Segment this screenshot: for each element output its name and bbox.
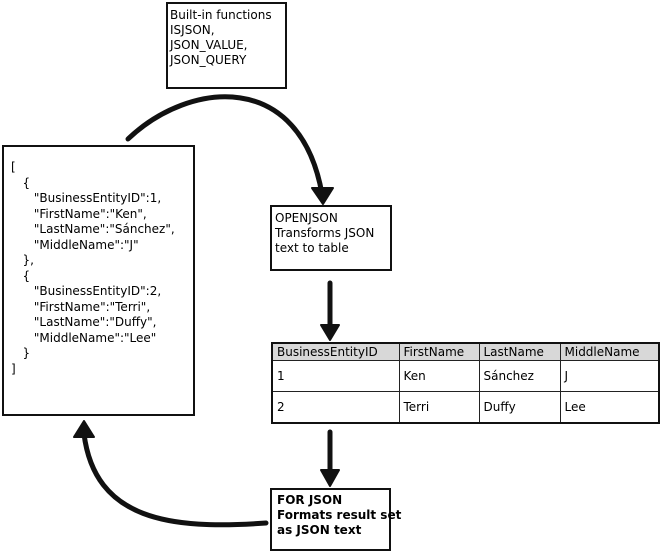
arrowhead-forjson — [320, 469, 340, 487]
column-header: BusinessEntityID — [271, 342, 400, 361]
table-cell: Lee — [559, 391, 660, 424]
column-header: FirstName — [398, 342, 480, 361]
json-text-box: [ { "BusinessEntityID":1, "FirstName":"K… — [2, 145, 195, 416]
arrowhead-json — [73, 420, 95, 438]
table-row: 1 Ken Sánchez J — [271, 360, 660, 392]
builtin-functions-box: Built-in functions ISJSON, JSON_VALUE, J… — [166, 2, 287, 89]
table-row: 2 Terri Duffy Lee — [271, 391, 660, 424]
table-cell: 2 — [271, 391, 400, 424]
arrow-forjson-to-json — [81, 431, 269, 528]
column-header: LastName — [478, 342, 561, 361]
table-cell: Terri — [398, 391, 480, 424]
openjson-box: OPENJSON Transforms JSON text to table — [270, 205, 392, 271]
arrow-json-to-openjson — [125, 94, 325, 197]
table-cell: Sánchez — [478, 360, 561, 392]
result-table: BusinessEntityID FirstName LastName Midd… — [271, 342, 660, 424]
builtin-functions-text: Built-in functions ISJSON, JSON_VALUE, J… — [170, 8, 272, 67]
forjson-box: FOR JSON Formats result set as JSON text — [270, 488, 402, 551]
table-cell: 1 — [271, 360, 400, 392]
openjson-text: OPENJSON Transforms JSON text to table — [275, 211, 375, 255]
table-header-row: BusinessEntityID FirstName LastName Midd… — [271, 342, 660, 361]
table-cell: Ken — [398, 360, 480, 392]
arrowhead-table — [320, 324, 340, 341]
table-cell: Duffy — [478, 391, 561, 424]
table-cell: J — [559, 360, 660, 392]
arrowhead-openjson — [311, 187, 334, 205]
column-header: MiddleName — [559, 342, 660, 361]
forjson-text: FOR JSON Formats result set as JSON text — [277, 493, 402, 537]
json-text: [ { "BusinessEntityID":1, "FirstName":"K… — [11, 160, 175, 376]
